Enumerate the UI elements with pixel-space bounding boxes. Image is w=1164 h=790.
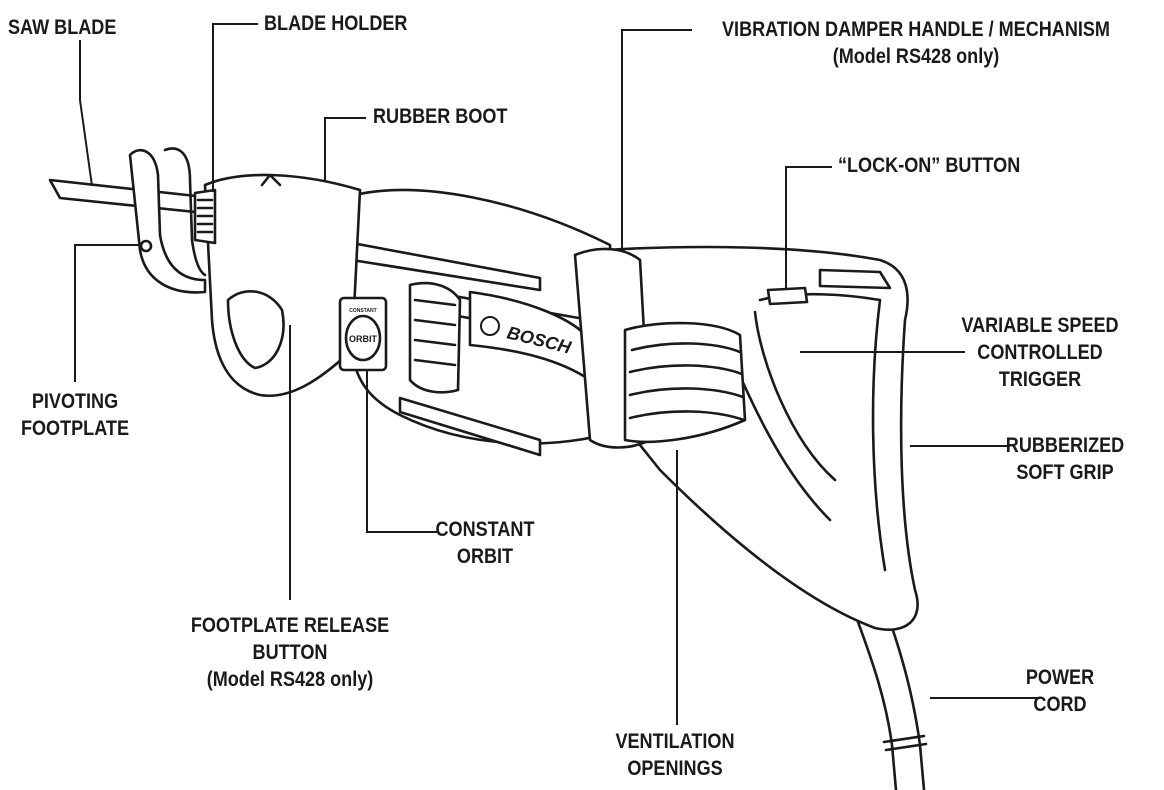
power-cord [856,614,926,790]
variable-speed-line-2: CONTROLLED [977,341,1103,364]
label-pivoting-footplate: PIVOTING FOOTPLATE [11,388,140,442]
label-variable-speed: VARIABLE SPEED CONTROLLED TRIGGER [941,312,1139,393]
ventilation-line-2: OPENINGS [627,757,723,780]
leader-rubber-boot [324,117,366,182]
orbit-switch-middle-text: ORBIT [349,334,378,344]
orbit-switch-top-text: CONSTANT [349,308,376,314]
rubberized-line-2: SOFT GRIP [1016,461,1114,484]
leader-constant-orbit [366,370,438,533]
footplate-release-line-2: BUTTON [252,641,328,664]
vibration-damper-line-1: VIBRATION DAMPER HANDLE / MECHANISM [722,18,1110,41]
label-rubberized-grip: RUBBERIZED SOFT GRIP [988,432,1143,486]
footplate-release-line-1: FOOTPLATE RELEASE [190,614,390,637]
variable-speed-line-3: TRIGGER [998,368,1082,391]
ventilation-line-1: VENTILATION [615,730,735,753]
lock-on-button-shape [766,286,809,306]
label-power-cord: POWER CORD [1008,664,1111,718]
label-rubber-boot: RUBBER BOOT [373,105,508,128]
rubber-boot-shape [203,173,362,398]
vibration-damper-note: (Model RS428 only) [832,45,1000,68]
brand-mark-icon [480,316,500,336]
leader-blade-holder [212,23,258,192]
label-ventilation: VENTILATION OPENINGS [598,728,753,782]
ventilation-openings-shape [623,321,747,444]
constant-orbit-line-2: ORBIT [456,545,514,568]
label-lock-on: “LOCK-ON” BUTTON [838,154,1021,177]
label-blade-holder: BLADE HOLDER [264,12,408,35]
constant-orbit-line-1: CONSTANT [435,518,535,541]
label-vibration-damper: VIBRATION DAMPER HANDLE / MECHANISM (Mod… [675,16,1157,70]
label-footplate-release: FOOTPLATE RELEASE BUTTON (Model RS428 on… [170,612,411,693]
leader-lines [74,23,1038,725]
footplate-release-note: (Model RS428 only) [206,668,374,691]
label-constant-orbit: CONSTANT ORBIT [412,516,558,570]
pivoting-footplate-shape [128,149,207,294]
pivoting-line-1: PIVOTING [31,390,119,413]
leader-vibration-damper [621,29,692,250]
power-cord-line-1: POWER [1025,666,1095,689]
power-cord-line-2: CORD [1033,693,1087,716]
leader-lock-on [785,166,832,290]
leader-saw-blade [79,40,93,187]
pivoting-line-2: FOOTPLATE [20,417,130,440]
variable-speed-line-1: VARIABLE SPEED [961,314,1119,337]
saw-blade-shape [48,178,207,215]
label-saw-blade: SAW BLADE [8,16,117,39]
rubberized-line-1: RUBBERIZED [1005,434,1125,457]
leader-pivoting [74,244,140,382]
saw-illustration [48,147,928,790]
